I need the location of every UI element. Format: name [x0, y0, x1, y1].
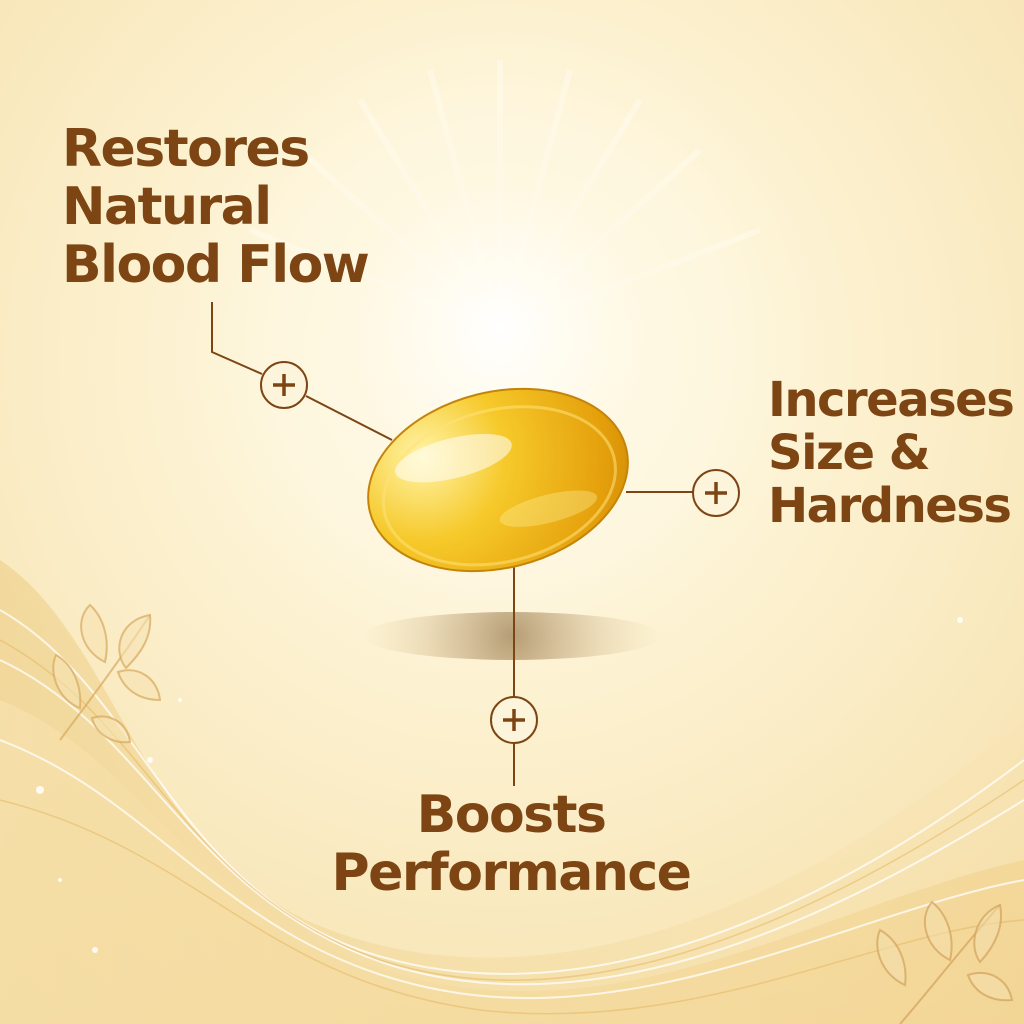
plus-circle-icon	[490, 696, 538, 744]
capsule-highlight	[394, 433, 512, 483]
benefit-line: Blood Flow	[62, 235, 370, 295]
wave-front	[0, 700, 1024, 1024]
softgel-capsule	[367, 387, 629, 573]
benefit-label-performance: Boosts Performance	[330, 786, 692, 902]
connector-top-capsule	[305, 395, 393, 441]
plus-circle-icon	[260, 361, 308, 409]
benefit-line: Increases	[768, 372, 1015, 428]
benefit-line: Natural	[62, 177, 272, 237]
connector-top	[211, 302, 263, 375]
sparkles	[36, 617, 963, 953]
wave-gold-lines	[0, 639, 1024, 1015]
benefit-line: Hardness	[768, 478, 1012, 534]
leaf-branch-icon	[876, 900, 1014, 1024]
benefit-label-size-hardness: Increases Size & Hardness	[768, 372, 1015, 534]
leaf-branch-icon	[52, 603, 162, 744]
plus-circle-icon	[692, 469, 740, 517]
benefit-label-blood-flow: Restores Natural Blood Flow	[62, 119, 370, 295]
capsule-shadow	[362, 612, 662, 660]
connector-lines	[211, 302, 694, 786]
benefit-line: Performance	[331, 843, 692, 903]
benefit-line: Boosts	[416, 785, 607, 845]
center-glow	[170, 0, 830, 660]
benefit-line: Restores	[62, 119, 310, 179]
benefit-line: Size &	[768, 425, 931, 481]
